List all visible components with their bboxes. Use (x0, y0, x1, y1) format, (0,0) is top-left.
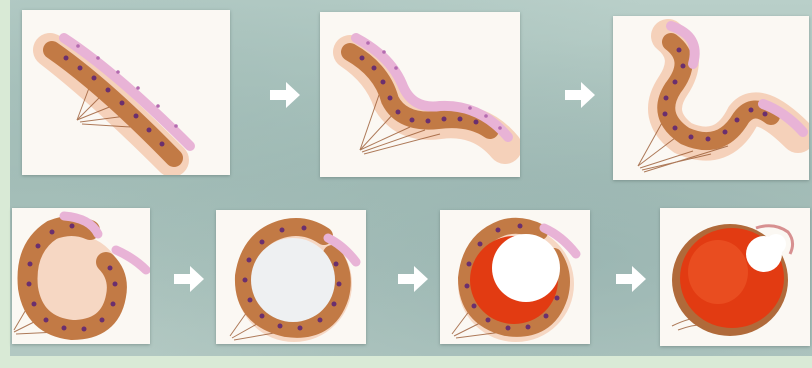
stage-2-illustration (320, 12, 520, 177)
stage-5-panel (216, 210, 366, 344)
stage-1-illustration (22, 10, 230, 175)
stage-6-panel (440, 210, 590, 344)
right-arrow-icon (172, 264, 206, 294)
stage-2-panel (320, 12, 520, 177)
stage-3-illustration (613, 16, 809, 180)
right-arrow-icon (563, 80, 597, 110)
stage-5-illustration (216, 210, 366, 344)
right-arrow-icon (396, 264, 430, 294)
stage-4-illustration (12, 208, 150, 344)
bottom-frame-border (0, 356, 812, 368)
stage-1-panel (22, 10, 230, 175)
stage-7-panel (660, 208, 810, 346)
left-frame-border (0, 0, 10, 368)
stage-7-illustration (660, 208, 810, 346)
stage-3-panel (613, 16, 809, 180)
stage-4-panel (12, 208, 150, 344)
right-arrow-icon (614, 264, 648, 294)
stage-6-illustration (440, 210, 590, 344)
right-arrow-icon (268, 80, 302, 110)
